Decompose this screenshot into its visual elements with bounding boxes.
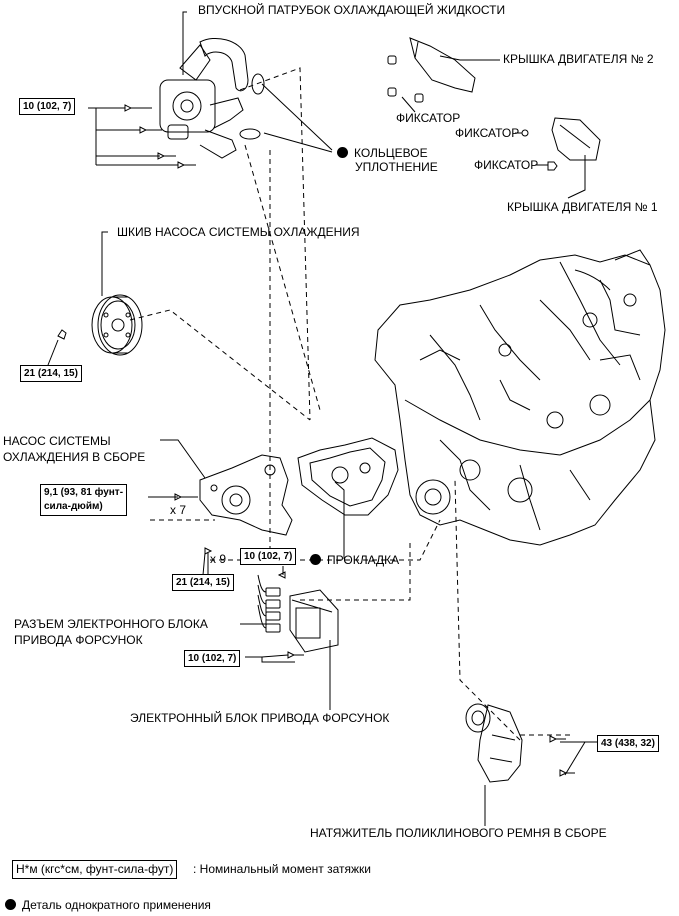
engine-cover-2-label: КРЫШКА ДВИГАТЕЛЯ № 2 — [503, 52, 654, 66]
engine-cover-2-drawing — [387, 37, 476, 103]
water-pump-drawing — [174, 454, 293, 575]
coolant-inlet-label: ВПУСКНОЙ ПАТРУБОК ОХЛАЖДАЮЩЕЙ ЖИДКОСТИ — [198, 3, 506, 17]
torque-pump-bolts: 9,1 (93, 81 фунт- сила-дюйм) — [40, 484, 128, 516]
gasket-label: ПРОКЛАДКА — [310, 553, 399, 568]
water-pump-pulley-drawing — [57, 294, 143, 356]
engine-cover-1-label: КРЫШКА ДВИГАТЕЛЯ № 1 — [507, 200, 658, 214]
edu-drawing — [277, 571, 339, 659]
edu-label: ЭЛЕКТРОННЫЙ БЛОК ПРИВОДА ФОРСУНОК — [130, 711, 390, 725]
torque-pump-line2: сила-дюйм) — [44, 501, 103, 512]
legend-nonreusable: Деталь однократного применения — [5, 898, 211, 913]
nonreusable-bullet-icon — [310, 554, 321, 565]
torque-pump-long-bolts: 21 (214, 15) — [172, 574, 234, 591]
pulley-label: ШКИВ НАСОСА СИСТЕМЫ ОХЛАЖДЕНИЯ — [117, 225, 360, 239]
torque-pump-line1: 9,1 (93, 81 фунт- — [44, 487, 124, 498]
pump-bolt-count-label: x 7 — [170, 503, 187, 517]
tensioner-label: НАТЯЖИТЕЛЬ ПОЛИКЛИНОВОГО РЕМНЯ В СБОРЕ — [310, 826, 607, 840]
water-pump-label: НАСОС СИСТЕМЫ — [3, 434, 111, 448]
engine-cover-1-drawing — [521, 117, 601, 171]
coolant-inlet-drawing — [124, 38, 265, 169]
o-ring-label: КОЛЬЦЕВОЕ — [337, 146, 428, 161]
gasket-drawing — [297, 437, 399, 516]
dashed-assembly-lines — [129, 67, 570, 741]
water-pump-label-line2: ОХЛАЖДЕНИЯ В СБОРЕ — [3, 450, 146, 464]
edu-connector-label-line2: ПРИВОДА ФОРСУНОК — [14, 633, 143, 647]
torque-tensioner: 43 (438, 32) — [597, 735, 659, 752]
legend-unit-box: Н*м (кгс*см, фунт-сила-фут) — [12, 860, 178, 879]
legend-unit-text: : Номинальный момент затяжки — [193, 862, 371, 876]
retainer-label-top: ФИКСАТОР — [396, 111, 461, 125]
long-bolt-count-label: x 9 — [210, 552, 227, 566]
retainer-label-mid: ФИКСАТОР — [455, 126, 520, 140]
torque-intake-bolts: 10 (102, 7) — [19, 98, 76, 115]
retainer-label-bottom: ФИКСАТОР — [474, 158, 539, 172]
torque-edu-top: 10 (102, 7) — [240, 548, 297, 565]
o-ring-label-line2: УПЛОТНЕНИЕ — [355, 160, 438, 174]
nonreusable-bullet-icon — [337, 147, 348, 158]
belt-tensioner-drawing — [465, 703, 575, 783]
torque-pulley-bolt: 21 (214, 15) — [20, 365, 82, 382]
edu-connector-drawing — [257, 574, 281, 633]
engine-block-drawing — [374, 249, 666, 546]
torque-edu-bottom: 10 (102, 7) — [184, 650, 241, 667]
nonreusable-bullet-icon — [5, 899, 16, 910]
edu-connector-label: РАЗЪЕМ ЭЛЕКТРОННОГО БЛОКА — [14, 617, 208, 631]
